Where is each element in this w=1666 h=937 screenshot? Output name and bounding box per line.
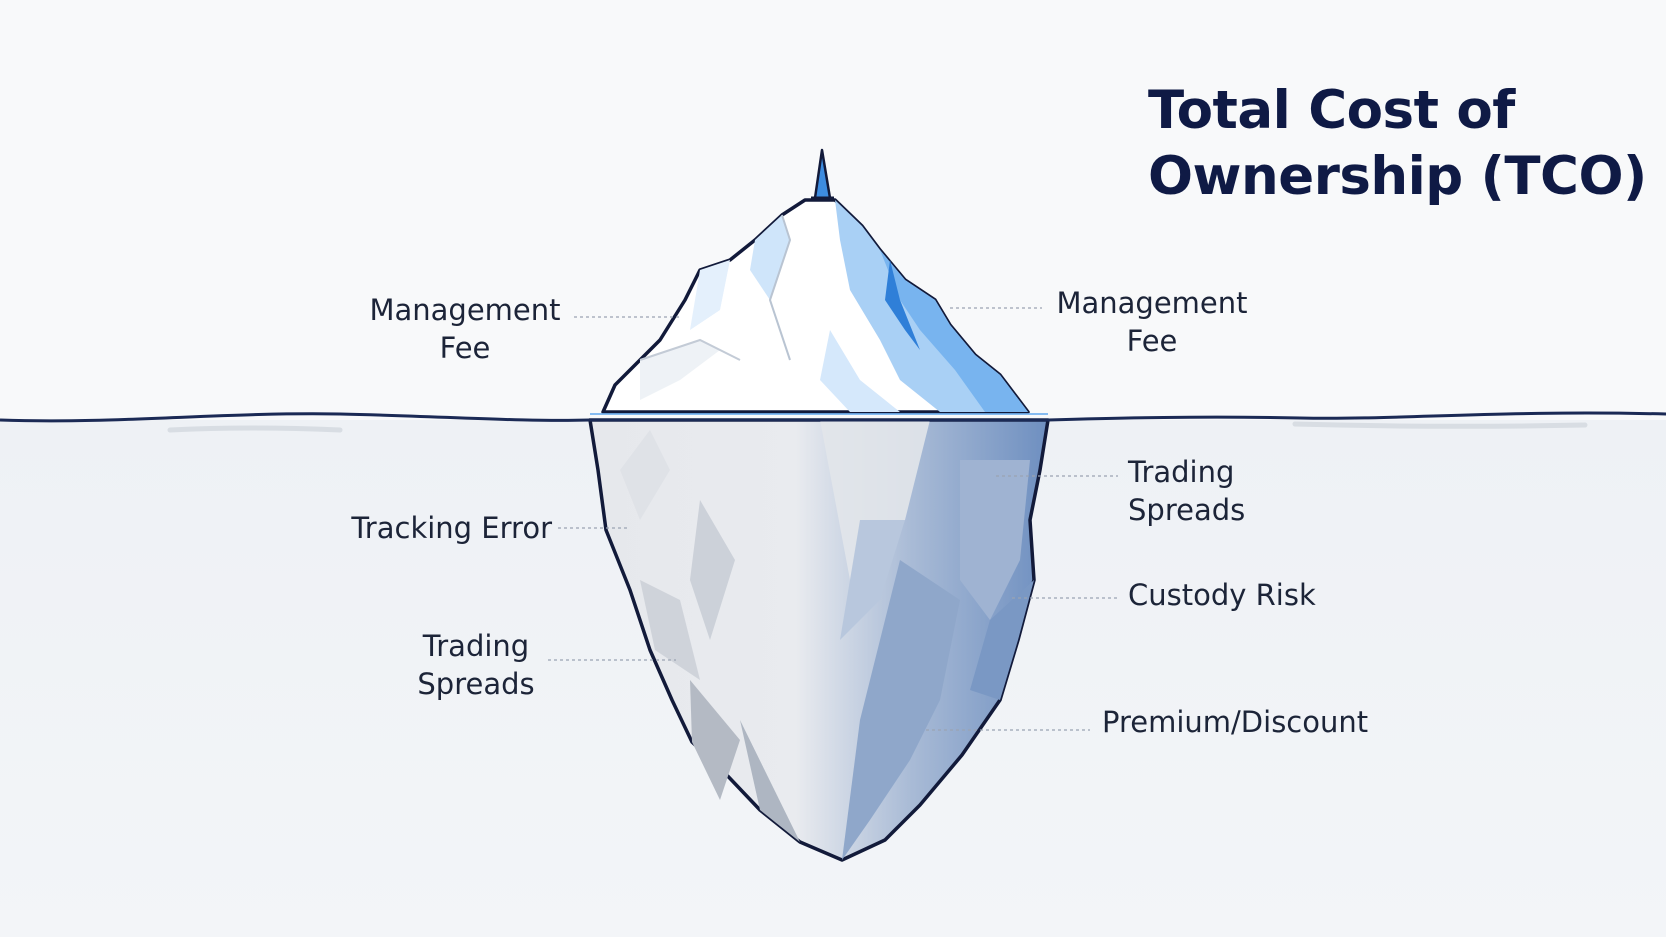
iceberg-peak-marker [811, 148, 834, 200]
label-line: Spreads [1128, 493, 1246, 527]
label-custody-risk: Custody Risk [1128, 576, 1358, 614]
label-trading-spreads-left: Trading Spreads [396, 627, 556, 703]
label-line: Management [1056, 286, 1248, 320]
label-line: Trading [1128, 455, 1235, 489]
label-line: Premium/Discount [1102, 705, 1369, 739]
label-line: Trading [422, 629, 530, 663]
submerged-iceberg [588, 418, 1050, 862]
label-line: Spreads [417, 667, 535, 701]
label-premium-discount: Premium/Discount [1102, 703, 1422, 741]
label-line: Fee [1126, 324, 1178, 358]
water-ripple-left [167, 425, 343, 433]
label-trading-spreads-right: Trading Spreads [1128, 453, 1308, 529]
label-tracking-error: Tracking Error [318, 509, 552, 547]
diagram-title: Total Cost of Ownership (TCO) [1148, 78, 1648, 210]
label-management-fee-left: Management Fee [360, 291, 570, 367]
label-line: Tracking Error [351, 511, 552, 545]
label-line: Fee [439, 331, 491, 365]
title-line-1: Total Cost of [1148, 80, 1515, 141]
label-line: Management [369, 293, 561, 327]
label-management-fee-right: Management Fee [1046, 284, 1258, 360]
waterline [0, 411, 1666, 423]
title-line-2: Ownership (TCO) [1148, 146, 1647, 207]
water-ripple-right [1292, 421, 1588, 429]
label-line: Custody Risk [1128, 578, 1316, 612]
visible-iceberg-tip [601, 198, 1030, 414]
